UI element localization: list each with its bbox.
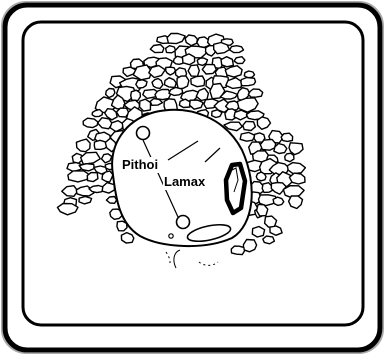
wall-stone [188, 65, 199, 76]
wall-stone [102, 154, 112, 163]
sketch-mark-right [199, 262, 218, 265]
wall-stone [196, 88, 208, 100]
wall-stone [167, 34, 185, 44]
wall-stone [289, 196, 303, 209]
wall-stone [234, 110, 247, 120]
pithoi-label: Pithoi [122, 157, 158, 172]
wall-stone [231, 246, 244, 255]
wall-stone [182, 54, 194, 65]
wall-stone [241, 78, 256, 86]
wall-stone [140, 99, 151, 111]
pithos-jar-top [137, 127, 150, 140]
wall-stone [244, 71, 254, 78]
sketch-mark-left [174, 250, 180, 268]
wall-stone [79, 164, 94, 171]
wall-stone [256, 172, 266, 181]
wall-stone [62, 186, 78, 197]
wall-stone [185, 35, 197, 46]
wall-stone [166, 67, 176, 75]
wall-stone [149, 66, 165, 78]
wall-stone [230, 46, 244, 53]
wall-stone [281, 133, 293, 141]
wall-stone [76, 139, 90, 152]
wall-stone [155, 89, 171, 99]
wall-stone [212, 110, 222, 118]
wall-stone [92, 110, 102, 117]
pithos-jar-bottom [177, 216, 190, 229]
wall-stone [102, 183, 114, 194]
wall-stone [265, 216, 277, 227]
wall-stone [57, 204, 78, 215]
wall-stone [285, 153, 294, 161]
wall-stone [81, 152, 101, 164]
wall-stone [83, 118, 98, 127]
wall-stone [248, 89, 262, 97]
wall-stone [164, 78, 176, 88]
wall-stone [221, 57, 233, 67]
wall-stone [166, 46, 176, 53]
wall-stone [106, 89, 115, 98]
wall-stone [131, 90, 141, 100]
wall-stone [240, 132, 255, 141]
wall-stone [260, 139, 275, 150]
wall-stone [150, 45, 164, 53]
wall-stone [136, 80, 147, 88]
small-vessel [169, 234, 173, 238]
wall-stone [121, 233, 133, 243]
wall-stone [191, 76, 205, 87]
wall-stone [225, 66, 242, 77]
wall-stone [273, 197, 284, 205]
wall-stone [234, 57, 245, 64]
wall-stone [79, 197, 92, 204]
wall-stone [190, 100, 204, 109]
wall-stone [106, 197, 116, 204]
wall-stone [263, 236, 275, 244]
wall-stone [252, 227, 264, 238]
wall-stone [257, 117, 270, 129]
wall-stone [177, 76, 189, 89]
wall-stone [169, 87, 183, 95]
wall-stone [289, 173, 305, 184]
wall-stone [152, 79, 163, 89]
wall-stone [243, 121, 256, 130]
wall-stone [270, 226, 282, 235]
lamax-label: Lamax [164, 174, 206, 189]
wall-stone [202, 64, 216, 74]
sketch-mark-left-dashed [166, 252, 170, 266]
wall-stone [87, 173, 98, 182]
wall-stone [243, 240, 256, 252]
wall-stone [68, 171, 90, 182]
wall-stone [214, 43, 230, 54]
wall-stone [287, 163, 305, 174]
